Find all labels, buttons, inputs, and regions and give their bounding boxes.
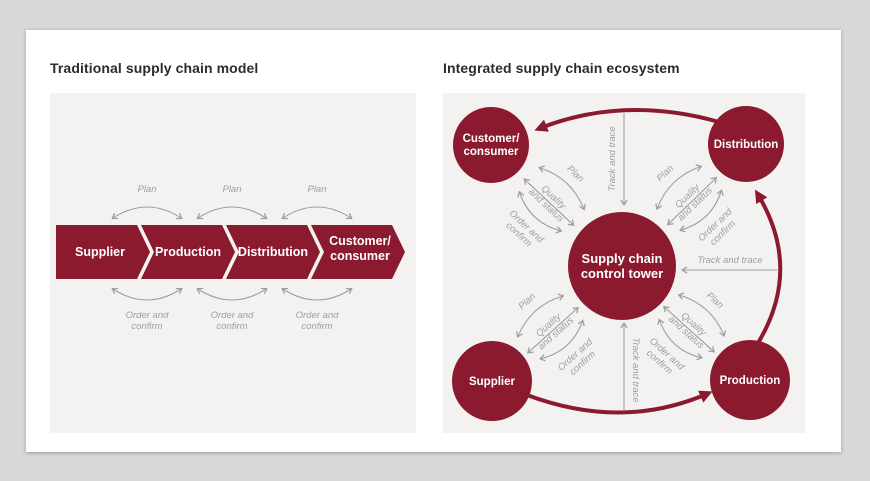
flow-arrow-supplier-to-production	[526, 390, 713, 415]
order-confirm-arrow	[539, 319, 585, 362]
stage-label-customer-line2: consumer	[330, 249, 390, 263]
plan-label: Plan	[516, 291, 537, 312]
stage-label-distribution: Distribution	[238, 245, 308, 259]
node-distribution-label: Distribution	[714, 139, 779, 151]
chevron-customer	[311, 225, 405, 279]
order-confirm-arrow	[679, 189, 724, 233]
chevron-production	[141, 225, 235, 279]
plan-arrow-3	[281, 206, 353, 220]
right-diagram-title: Integrated supply chain ecosystem	[443, 60, 680, 76]
node-supplier-label: Supplier	[469, 376, 516, 388]
order-confirm-label-1-line1: Order and	[126, 310, 169, 321]
stage-label-customer: Customer/consumer	[329, 234, 391, 263]
order-confirm-arrow	[517, 190, 563, 234]
stage-label-customer-line1: Customer/	[329, 234, 391, 248]
node-customer-circle	[453, 107, 529, 183]
order-confirm-arrow-1	[111, 287, 183, 301]
plan-arrow-2	[196, 206, 268, 220]
left-diagram-title: Traditional supply chain model	[50, 60, 259, 76]
track-trace-label-bottom: Track and trace	[630, 337, 641, 402]
stage-label-supplier: Supplier	[75, 245, 125, 259]
stage-label-production: Production	[155, 245, 221, 259]
node-customer-label-line2: consumer	[464, 146, 519, 158]
plan-label: Plan	[565, 164, 586, 185]
order-confirm-arrow-3	[281, 287, 353, 301]
chevron-supplier	[56, 225, 150, 279]
control-tower-label-line1: Supply chain	[582, 251, 663, 266]
chevron-distribution	[226, 225, 320, 279]
plan-label: Plan	[655, 163, 676, 184]
plan-label-3: Plan	[307, 184, 326, 195]
traditional-model-panel: Supplier Production Distribution Custome…	[50, 93, 416, 433]
order-confirm-label-2-line1: Order and	[211, 310, 254, 321]
plan-label: Plan	[704, 290, 725, 311]
node-production-circle	[710, 340, 790, 420]
order-confirm-arrow-2	[196, 287, 268, 301]
node-production-label: Production	[720, 375, 781, 387]
node-distribution-circle	[708, 106, 784, 182]
node-supplier-circle	[452, 341, 532, 421]
traditional-model-diagram: Supplier Production Distribution Custome…	[56, 184, 405, 332]
order-confirm-label-1-line2: confirm	[131, 321, 162, 332]
control-tower-circle	[568, 212, 676, 320]
flow-arrow-production-to-distribution	[754, 189, 783, 345]
document-page: Traditional supply chain model Integrate…	[26, 30, 841, 452]
plan-label-1: Plan	[137, 184, 156, 195]
plan-label-2: Plan	[222, 184, 241, 195]
track-trace-label-right: Track and trace	[697, 255, 762, 266]
order-confirm-label-3-line2: confirm	[301, 321, 332, 332]
plan-arrow-1	[111, 206, 183, 220]
node-customer-label-line1: Customer/	[463, 133, 521, 145]
node-customer-label: Customer/consumer	[463, 133, 521, 158]
control-tower-label-line2: control tower	[581, 266, 663, 281]
order-confirm-label-3-line1: Order and	[296, 310, 339, 321]
order-confirm-arrow	[657, 318, 703, 361]
order-confirm-label-2-line2: confirm	[216, 321, 247, 332]
flow-arrow-distribution-to-customer	[534, 108, 720, 132]
track-trace-label-top: Track and trace	[607, 126, 618, 191]
